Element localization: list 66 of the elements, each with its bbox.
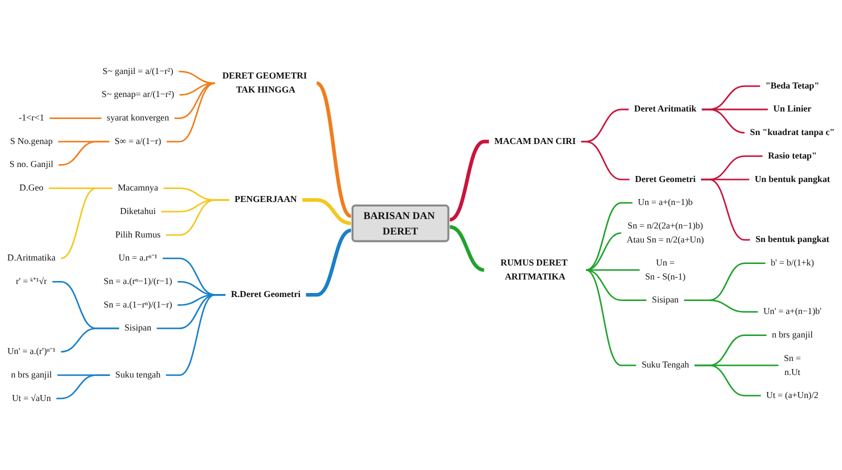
branch-line bbox=[448, 140, 489, 222]
branch-line bbox=[166, 199, 230, 236]
branch-label: Un = a+(n−1)b bbox=[638, 198, 693, 208]
branch-label: Ut = (a+Un)/2 bbox=[766, 390, 818, 400]
branch-label: r' = ᵏ⁺¹√r bbox=[16, 276, 47, 286]
branch-label: -1<r<1 bbox=[18, 113, 44, 123]
branch-label: S~ genap= ar/(1−r²) bbox=[102, 90, 174, 100]
branch-line bbox=[314, 81, 353, 218]
branch-label: Suku tengah bbox=[115, 370, 161, 380]
main-branch-label: RUMUS DERET ARITMATIKA bbox=[500, 258, 568, 282]
branch-label: syarat konvergen bbox=[106, 113, 170, 123]
branch-label: D.Aritmatika bbox=[7, 253, 56, 264]
branch-line bbox=[581, 140, 630, 180]
branch-label: Sn = n.Ut bbox=[784, 354, 801, 377]
branch-label: n brs ganjil bbox=[10, 370, 52, 380]
branch-label: Diketahui bbox=[120, 206, 156, 216]
branch-line bbox=[56, 374, 110, 400]
branch-line bbox=[50, 117, 102, 119]
branch-label: Un = Sn - S(n-1) bbox=[645, 258, 686, 282]
branch-label: Un' = a.(r')ⁿ⁻¹ bbox=[7, 346, 56, 356]
branch-label: Sn bentuk pangkat bbox=[755, 234, 830, 245]
branch-label: S No.genap bbox=[10, 136, 53, 146]
branch-label: Rasio tetap" bbox=[768, 151, 817, 161]
branch-label: S∞ = a/(1−r) bbox=[114, 136, 162, 146]
branch-line bbox=[702, 108, 746, 134]
branch-line bbox=[448, 225, 486, 272]
branch-label: S no. Ganjil bbox=[10, 160, 54, 170]
branch-label: Deret Geometri bbox=[634, 174, 696, 184]
branch-label: Un Linier bbox=[773, 104, 812, 114]
branch-label: Un' = a+(n−1)b' bbox=[763, 306, 822, 317]
branch-label: Sisipan bbox=[124, 323, 152, 334]
branch-label: b' = b/(1+k) bbox=[770, 258, 814, 268]
branch-label: Sn = a.(rⁿ−1)/(r−1) bbox=[104, 276, 172, 286]
branch-line bbox=[58, 140, 110, 166]
branch-label: Sisipan bbox=[652, 295, 679, 305]
main-branch-label: R.Deret Geometri bbox=[230, 290, 301, 300]
main-branch-label: PENGERJAAN bbox=[234, 194, 297, 205]
main-branch-label: MACAM DAN CIRI bbox=[494, 136, 576, 146]
branch-label: n brs ganjil bbox=[772, 330, 813, 340]
branch-label: D.Geo bbox=[19, 183, 44, 193]
branch-label: Deret Aritmatik bbox=[634, 104, 696, 114]
branch-label: Un bentuk pangkat bbox=[754, 174, 830, 184]
branch-label: Sn = n/2(2a+(n−1)b) Atau Sn = n/2(a+Un) bbox=[626, 221, 704, 245]
branch-label: Pilih Rumus bbox=[115, 230, 161, 240]
branch-label: S~ ganjil = a/(1−r²) bbox=[102, 66, 174, 76]
branch-line bbox=[60, 328, 120, 353]
branch-line bbox=[166, 294, 226, 376]
branch-line bbox=[585, 232, 622, 271]
branch-line bbox=[166, 82, 216, 142]
branch-label: Macamnya bbox=[118, 183, 158, 193]
branch-label: Sn = a.(1−rⁿ)/(1−r) bbox=[104, 300, 172, 310]
central-topic-box: BARISAN DAN DERET bbox=[352, 204, 450, 242]
branch-label: "Beda Tetap" bbox=[765, 81, 820, 91]
branch-line bbox=[585, 269, 636, 366]
branch-label: Un = a.rⁿ⁻¹ bbox=[118, 253, 158, 264]
branch-line bbox=[694, 364, 761, 396]
branch-line bbox=[684, 299, 758, 313]
main-branch-label: DERET GEOMETRI TAK HINGGA bbox=[222, 71, 307, 95]
branch-line bbox=[306, 228, 353, 297]
branch-line bbox=[60, 188, 112, 260]
branch-label: Suku Tengah bbox=[642, 360, 690, 370]
branch-line bbox=[585, 269, 646, 301]
branch-label: Sn "kuadrat tanpa c" bbox=[750, 128, 835, 138]
branch-line bbox=[701, 178, 750, 241]
branch-label: Ut = √aUn bbox=[12, 393, 51, 404]
branch-line bbox=[302, 198, 353, 226]
